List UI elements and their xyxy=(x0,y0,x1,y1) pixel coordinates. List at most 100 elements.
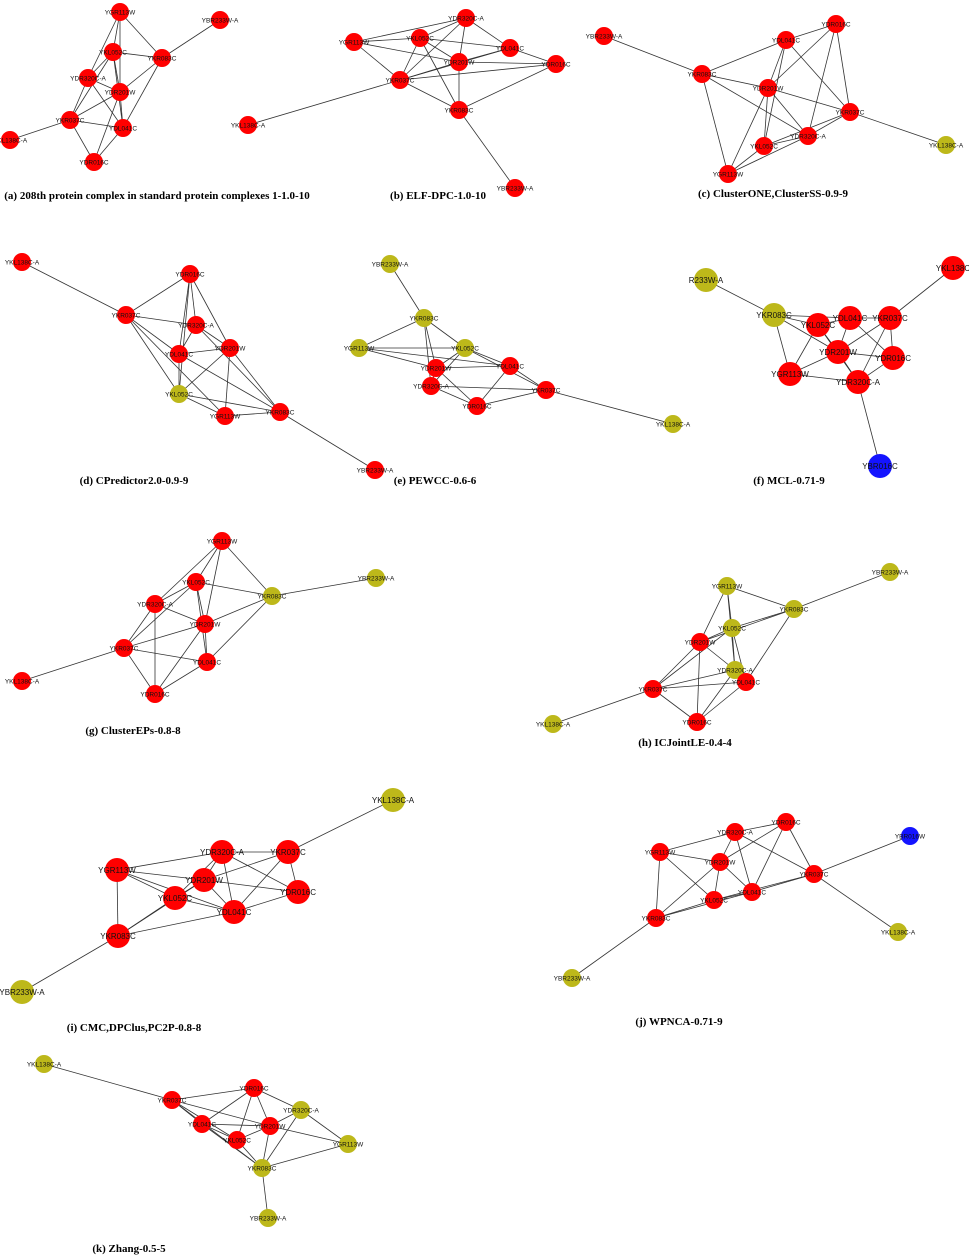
edge-YKR083C-YBR233W-A xyxy=(279,411,376,471)
edge-YDR320C-A-YKR083C xyxy=(195,324,281,413)
node-label: YDL041C xyxy=(217,908,252,917)
node-label: YDR016C xyxy=(875,354,911,363)
node-YDR016C: YDR016C xyxy=(682,713,712,731)
node-YKR083C: YKR083C xyxy=(445,101,474,119)
node-label: YDR016C xyxy=(821,21,851,28)
node-label: YDR201W xyxy=(705,859,737,866)
node-label: YDL041C xyxy=(109,125,137,132)
node-YDR320C-A: YDR320C-A xyxy=(283,1101,320,1119)
node-label: YDR016C xyxy=(175,271,205,278)
node-YKL052C: YKL052C xyxy=(700,891,728,909)
edges-f xyxy=(705,267,954,467)
caption-e: (e) PEWCC-0.6-6 xyxy=(393,475,477,487)
edge-YKR083C-YDR201W xyxy=(701,73,769,89)
node-label: YKL052C xyxy=(165,391,193,398)
node-label: YDL041C xyxy=(833,314,868,323)
node-label: YDR320C-A xyxy=(717,667,753,674)
node-YKL052C: YKL052C xyxy=(158,886,192,910)
node-circle xyxy=(846,370,870,394)
node-YKR037C: YKR037C xyxy=(800,865,829,883)
node-label: YDR016C xyxy=(541,61,571,68)
node-YKL138C-A: YKL138C-A xyxy=(656,415,691,433)
node-circle xyxy=(106,924,130,948)
node-circle xyxy=(271,403,289,421)
edge-YDL041C-YKR083C xyxy=(178,353,281,413)
node-YBR233W-A: YBR233W-A xyxy=(0,980,45,1004)
node-circle xyxy=(595,27,613,45)
node-label: YKL138C-A xyxy=(5,678,40,685)
node-label: YKR083C xyxy=(780,606,809,613)
node-circle xyxy=(216,407,234,425)
panel-d: YKL138C-AYDR016CYKR037CYDR320C-AYDL041CY… xyxy=(5,253,394,479)
node-YDR016C: YDR016C xyxy=(875,346,911,370)
node-circle xyxy=(415,309,433,327)
node-label: YKL138C-A xyxy=(231,122,266,129)
node-YDR016C: YDR016C xyxy=(140,685,170,703)
node-label: YDR201W xyxy=(421,365,453,372)
edge-YGR113W-YKR083C xyxy=(221,540,273,597)
node-circle xyxy=(726,661,744,679)
edge-YKR037C-YDR016C xyxy=(171,1087,255,1101)
node-YBR016W: YBR016W xyxy=(895,827,926,845)
edge-YDR201W-YKR037C xyxy=(767,87,851,113)
node-label: YGR113W xyxy=(344,345,375,352)
node-circle xyxy=(259,1209,277,1227)
node-label: YGR113W xyxy=(712,583,743,590)
node-circle xyxy=(170,385,188,403)
edges-h xyxy=(552,571,891,725)
node-label: YBR233W-A xyxy=(357,467,394,474)
node-label: YGR113W xyxy=(210,413,241,420)
node-circle xyxy=(85,153,103,171)
node-label: YDR320C-A xyxy=(717,829,753,836)
node-circle xyxy=(427,359,445,377)
node-YBR233W-A: R233W-A xyxy=(689,268,724,292)
node-label: YDL041C xyxy=(496,363,524,370)
edge-YDR320C-A-YDR016C xyxy=(696,669,736,723)
node-circle xyxy=(187,316,205,334)
node-YDL041C: YDL041C xyxy=(833,306,868,330)
edge-YKR083C-YGR113W xyxy=(358,317,425,349)
edge-YDR201W-YDR016C xyxy=(203,879,299,893)
node-label: YDR320C-A xyxy=(836,378,881,387)
panel-h: YBR233W-AYGR113WYKR083CYKL052CYDR201WYDR… xyxy=(536,563,909,733)
edge-YKL052C-YKR083C xyxy=(655,899,715,919)
node-label: YGR113W xyxy=(771,370,809,379)
node-circle xyxy=(762,303,786,327)
node-label: YKL052C xyxy=(99,49,127,56)
edge-YKR037C-YKL138C-A xyxy=(889,267,954,319)
node-label: YDR016C xyxy=(682,719,712,726)
edge-YDR016C-YKL052C xyxy=(236,1087,255,1141)
edge-YKL052C-YKR037C xyxy=(123,581,197,649)
caption-a: (a) 208th protein complex in standard pr… xyxy=(4,190,310,202)
node-circle xyxy=(61,111,79,129)
node-circle xyxy=(719,165,737,183)
node-circle xyxy=(450,53,468,71)
node-circle xyxy=(778,362,802,386)
node-circle xyxy=(468,397,486,415)
node-circle xyxy=(211,11,229,29)
node-label: YKR037C xyxy=(386,77,415,84)
node-YDR016C: YDR016C xyxy=(462,397,492,415)
caption-d: (d) CPredictor2.0-0.9-9 xyxy=(79,475,189,487)
caption-c: (c) ClusterONE,ClusterSS-0.9-9 xyxy=(697,188,849,200)
node-YGR113W: YGR113W xyxy=(339,33,370,51)
node-label: YBR233W-A xyxy=(372,261,409,268)
node-YKR083C: YKR083C xyxy=(410,309,439,327)
node-label: YKR037C xyxy=(158,1097,187,1104)
node-label: YBR233W-A xyxy=(586,33,623,40)
panel-j: YDR016CYDR320C-AYGR113WYDR201WYKR037CYDL… xyxy=(554,813,926,987)
node-circle xyxy=(187,573,205,591)
node-YBR233W-A: YBR233W-A xyxy=(497,179,534,197)
node-YKR083C: YKR083C xyxy=(266,403,295,421)
edges-c xyxy=(603,23,947,175)
node-circle xyxy=(339,1135,357,1153)
node-YKL138C-A: YKL138C-A xyxy=(231,116,266,134)
node-label: YKR037C xyxy=(270,848,306,857)
edge-YKR083C-YDR320C-A xyxy=(423,317,432,387)
node-YDL041C: YDL041C xyxy=(165,345,193,363)
node-YKL138C-A: YKL138C-A xyxy=(881,923,916,941)
edge-YBR233W-A-YKR083C xyxy=(603,35,703,75)
edges-j xyxy=(571,821,911,979)
node-label: YKR037C xyxy=(110,645,139,652)
